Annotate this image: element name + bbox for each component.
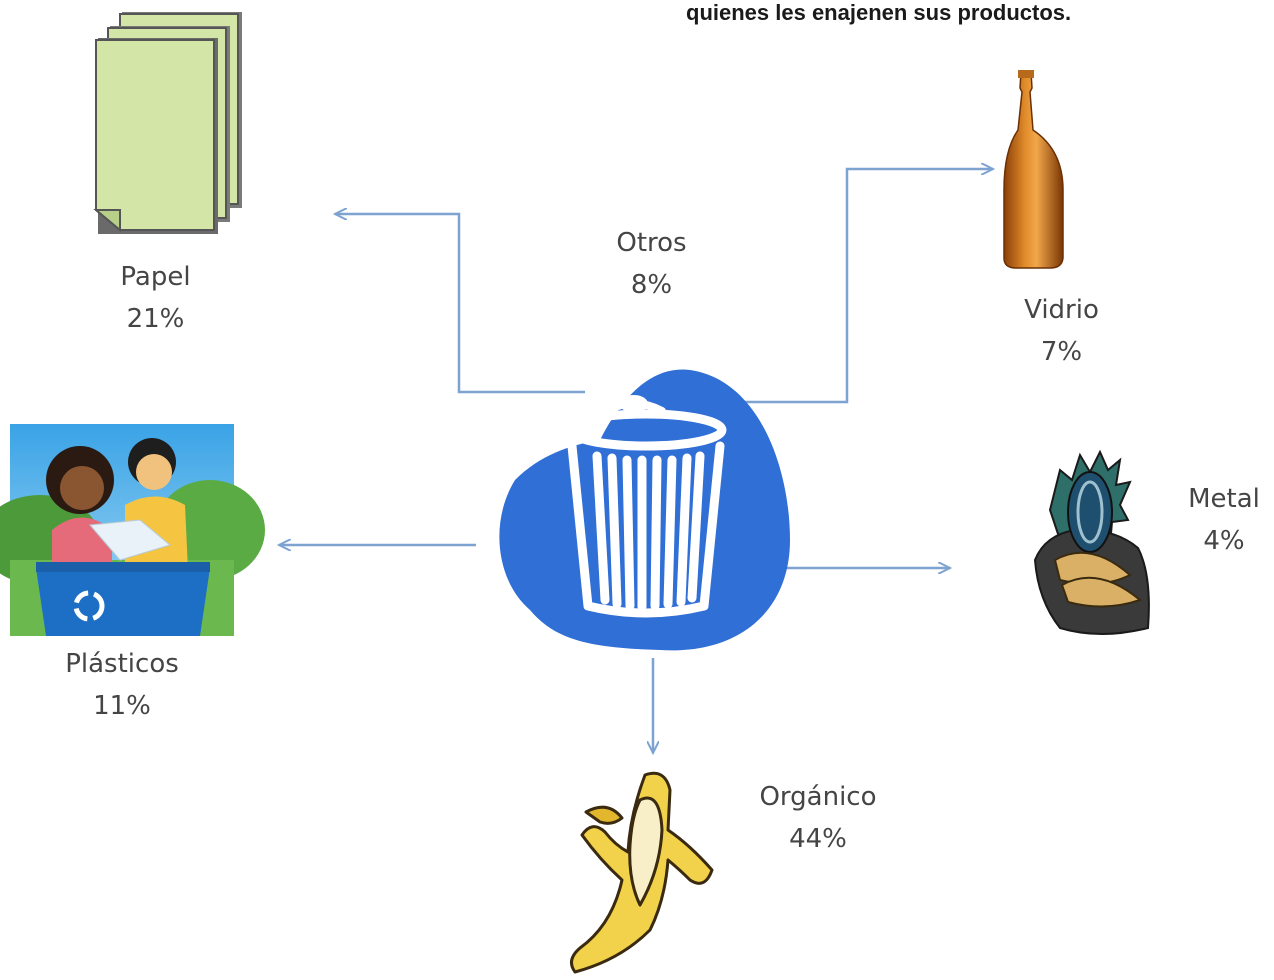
category-percent: 21% bbox=[126, 304, 185, 334]
category-name: Papel bbox=[120, 262, 191, 292]
label-papel: Papel 21% bbox=[98, 256, 213, 340]
label-vidrio: Vidrio 7% bbox=[1004, 289, 1119, 373]
category-percent: 8% bbox=[630, 270, 673, 300]
label-plasticos: Plásticos 11% bbox=[47, 643, 197, 727]
label-organico: Orgánico 44% bbox=[748, 776, 888, 860]
header-text: quienes les enajenen sus productos. bbox=[686, 0, 1072, 25]
arrow-to-vidrio bbox=[728, 169, 993, 404]
category-percent: 11% bbox=[93, 691, 151, 721]
category-percent: 7% bbox=[1040, 337, 1083, 367]
label-otros: Otros 8% bbox=[594, 222, 709, 306]
category-name: Plásticos bbox=[65, 649, 179, 679]
category-name: Metal bbox=[1188, 484, 1260, 514]
label-metal: Metal 4% bbox=[1178, 478, 1270, 562]
category-name: Orgánico bbox=[759, 782, 877, 812]
category-name: Vidrio bbox=[1024, 295, 1099, 325]
category-percent: 44% bbox=[789, 824, 847, 854]
category-name: Otros bbox=[616, 228, 687, 258]
category-percent: 4% bbox=[1203, 526, 1245, 556]
arrow-to-papel bbox=[335, 214, 585, 394]
